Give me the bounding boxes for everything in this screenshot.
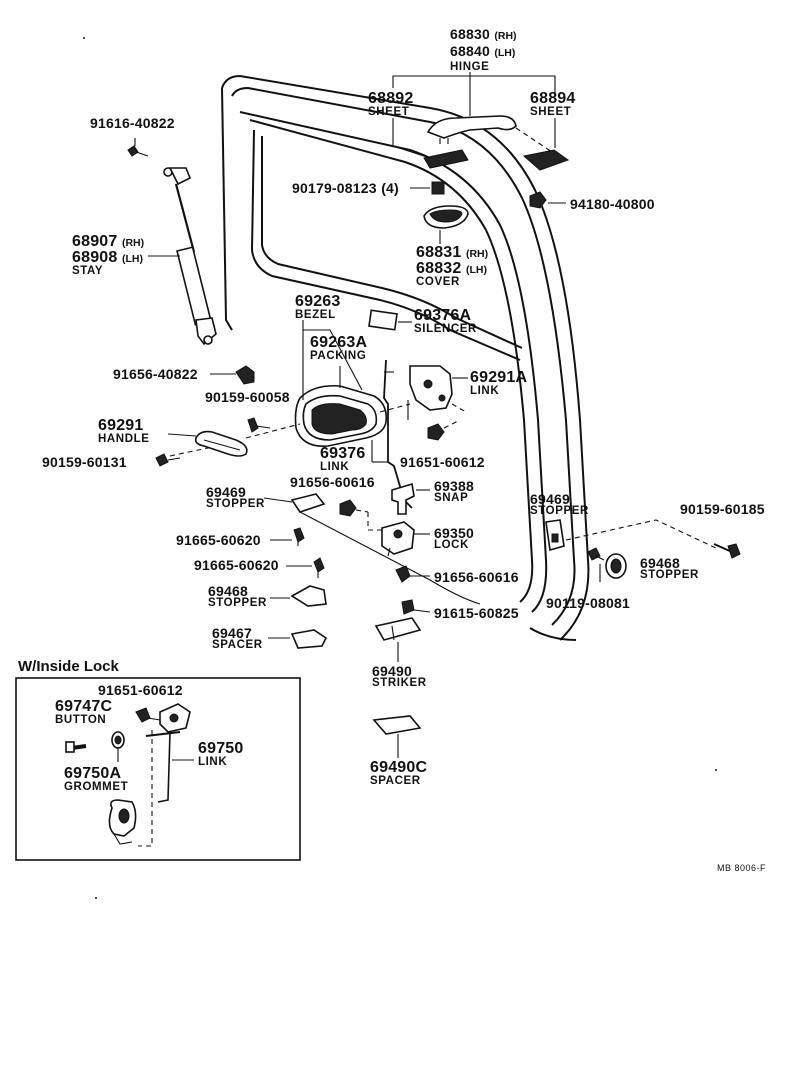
inset-bolt-label: 91651-60612 bbox=[98, 682, 183, 698]
inset-link-label: 69750 LINK bbox=[198, 740, 244, 768]
sheet-left-part bbox=[423, 149, 469, 169]
hinge-label: 68830 (RH) 68840 (LH) HINGE bbox=[450, 26, 517, 73]
inset-grommet-part bbox=[111, 731, 125, 749]
hinge-part bbox=[426, 115, 517, 139]
inset-bolt-part bbox=[135, 707, 161, 723]
inset-latch-part bbox=[108, 799, 137, 845]
bolt-top-label: 91616-40822 bbox=[90, 115, 175, 131]
packing-label: 69263A PACKING bbox=[310, 334, 368, 362]
sheet-left-label: 68892 SHEET bbox=[368, 90, 414, 118]
grommet-label: 69750A GROMMET bbox=[64, 765, 129, 793]
link-a-label: 69291A LINK bbox=[470, 369, 528, 397]
sheet-right-label: 68894 SHEET bbox=[530, 90, 576, 118]
striker-part bbox=[374, 617, 422, 641]
door-left-edge bbox=[221, 87, 233, 331]
stopper-468-part bbox=[290, 585, 327, 607]
silencer-label: 69376A SILENCER bbox=[414, 307, 477, 335]
spacer-c-part bbox=[372, 715, 422, 735]
bolt-lock-part bbox=[339, 499, 357, 517]
bezel-part bbox=[294, 384, 388, 447]
stopper-r-label: 69469 STOPPER bbox=[530, 491, 589, 517]
bolt-lock-label: 91656-60616 bbox=[290, 474, 375, 490]
diagram-code: MB 8006-F bbox=[717, 863, 767, 873]
handle-label: 69291 HANDLE bbox=[98, 417, 150, 445]
washer-part bbox=[587, 547, 605, 561]
washer-label: 90119-08081 bbox=[546, 595, 630, 611]
link-a-part bbox=[407, 365, 453, 420]
lock-label: 69350 LOCK bbox=[434, 525, 474, 551]
snap-part bbox=[391, 482, 415, 515]
nut-4-label: 90179-08123 (4) bbox=[292, 180, 399, 196]
nut-right-label: 94180-40800 bbox=[570, 196, 655, 212]
inset-lever-part bbox=[145, 703, 191, 737]
glass-opening bbox=[250, 129, 521, 361]
screw-a-label: 91665-60620 bbox=[176, 532, 261, 548]
stopper-468r-label: 69468 STOPPER bbox=[640, 555, 699, 581]
screw-right-label: 90159-60185 bbox=[680, 501, 765, 517]
screw-left-part bbox=[155, 453, 169, 467]
lock-part bbox=[381, 521, 415, 557]
handle-part bbox=[194, 430, 248, 457]
screw-b-part bbox=[313, 557, 325, 573]
bolt-link-part bbox=[427, 423, 445, 441]
door-frame-inner bbox=[239, 111, 548, 613]
spacer-c-label: 69490C SPACER bbox=[370, 759, 428, 787]
bolt-striker-part bbox=[401, 599, 415, 615]
stopper-l-label: 69469 STOPPER bbox=[206, 484, 265, 510]
bolt-link-label: 91651-60612 bbox=[400, 454, 485, 470]
spacer-part bbox=[290, 629, 328, 649]
screw-a-part bbox=[293, 527, 305, 543]
sheet-right-part bbox=[522, 149, 570, 171]
silencer-part bbox=[368, 309, 398, 331]
bolt-top-part bbox=[127, 145, 139, 157]
nut-right-part bbox=[529, 191, 547, 209]
door-bottom-edge bbox=[529, 627, 577, 641]
stopper-l-part bbox=[290, 493, 326, 513]
glass-opening-2 bbox=[261, 136, 523, 349]
screw-b-label: 91665-60620 bbox=[194, 557, 279, 573]
door-frame-outer bbox=[221, 74, 590, 641]
stay-part bbox=[163, 167, 217, 346]
bolt-striker-label: 91615-60825 bbox=[434, 605, 519, 621]
screw-handle-part bbox=[247, 417, 259, 433]
bolt-stay-label: 91656-40822 bbox=[113, 366, 198, 382]
striker-label: 69490 STRIKER bbox=[372, 663, 427, 689]
door-frame-inner-2 bbox=[249, 119, 534, 603]
snap-label: 69388 SNAP bbox=[434, 478, 474, 504]
stopper-468-label: 69468 STOPPER bbox=[208, 583, 267, 609]
screw-right-part bbox=[713, 543, 741, 559]
screw-handle-label: 90159-60058 bbox=[205, 389, 290, 405]
inset-box bbox=[15, 677, 301, 861]
button-label: 69747C BUTTON bbox=[55, 698, 113, 726]
stay-label: 68907 (RH) 68908 (LH) STAY bbox=[72, 233, 145, 277]
door-frame-outer-2 bbox=[231, 86, 576, 626]
inset-link-rod bbox=[157, 731, 171, 803]
inset-button-part bbox=[65, 741, 87, 753]
bolt-stay-part bbox=[235, 365, 255, 385]
link-label: 69376 LINK bbox=[320, 445, 366, 473]
nut-4-part bbox=[431, 181, 445, 195]
bezel-label: 69263 BEZEL bbox=[295, 293, 341, 321]
cover-label: 68831 (RH) 68832 (LH) COVER bbox=[416, 244, 489, 288]
screw-left-label: 90159-60131 bbox=[42, 454, 127, 470]
inset-title: W/Inside Lock bbox=[18, 658, 119, 675]
spacer-label: 69467 SPACER bbox=[212, 625, 263, 651]
bolt-616-label: 91656-60616 bbox=[434, 569, 519, 585]
stopper-468r-part bbox=[605, 553, 627, 579]
